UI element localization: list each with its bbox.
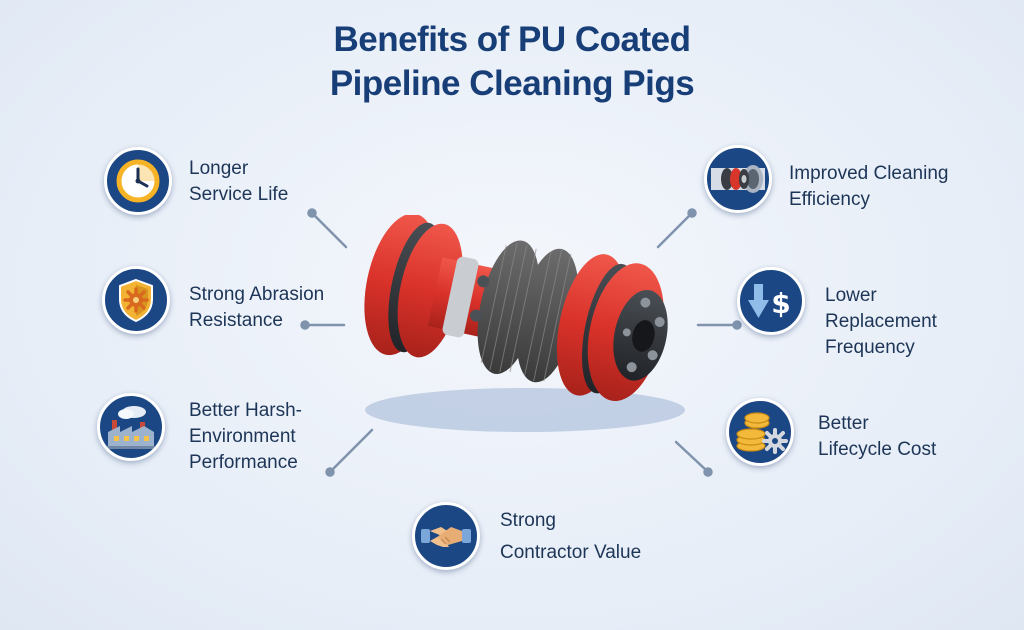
connector-longer-service-life: [312, 213, 348, 249]
title-line-2: Pipeline Cleaning Pigs: [329, 64, 695, 103]
connector-harsh-environment: [330, 428, 374, 472]
connector-lifecycle: [674, 440, 708, 472]
benefit-label-line: Frequency: [825, 337, 915, 358]
benefit-label-line: Efficiency: [789, 189, 870, 210]
down-dollar-icon: $: [737, 267, 805, 335]
benefit-label-line: Resistance: [189, 310, 283, 331]
benefit-label-line: Replacement: [825, 311, 937, 332]
clock-icon: [104, 147, 172, 215]
connector-cleaning-efficiency: [656, 213, 692, 249]
benefit-label-line: Contractor Value: [500, 542, 642, 563]
benefit-label-line: Performance: [189, 452, 298, 473]
factory-icon: [97, 393, 165, 461]
benefit-label-line: Longer: [189, 158, 249, 179]
benefit-label-line: Better Harsh-: [189, 400, 302, 421]
benefit-label-line: Environment: [189, 426, 296, 447]
pipe-pig-icon: [704, 145, 772, 213]
benefit-label-line: Improved Cleaning: [789, 163, 949, 184]
benefit-label-line: Strong: [500, 510, 556, 531]
title-line-1: Benefits of PU Coated: [333, 20, 691, 59]
shield-gear-icon: [102, 266, 170, 334]
benefit-label-line: Service Life: [189, 184, 289, 205]
page-title: Benefits of PU Coated Pipeline Cleaning …: [0, 18, 1024, 106]
benefit-label-line: Strong Abrasion: [189, 284, 325, 305]
benefit-label-line: Lower: [825, 285, 877, 306]
benefit-label-line: Better: [818, 413, 869, 434]
benefit-label-line: Lifecycle Cost: [818, 439, 937, 460]
svg-text:$: $: [771, 287, 790, 320]
pipeline-pig-illustration: [364, 215, 685, 432]
handshake-icon: [412, 502, 480, 570]
coins-gear-icon: [726, 398, 794, 466]
pig-shadow: [365, 388, 685, 432]
